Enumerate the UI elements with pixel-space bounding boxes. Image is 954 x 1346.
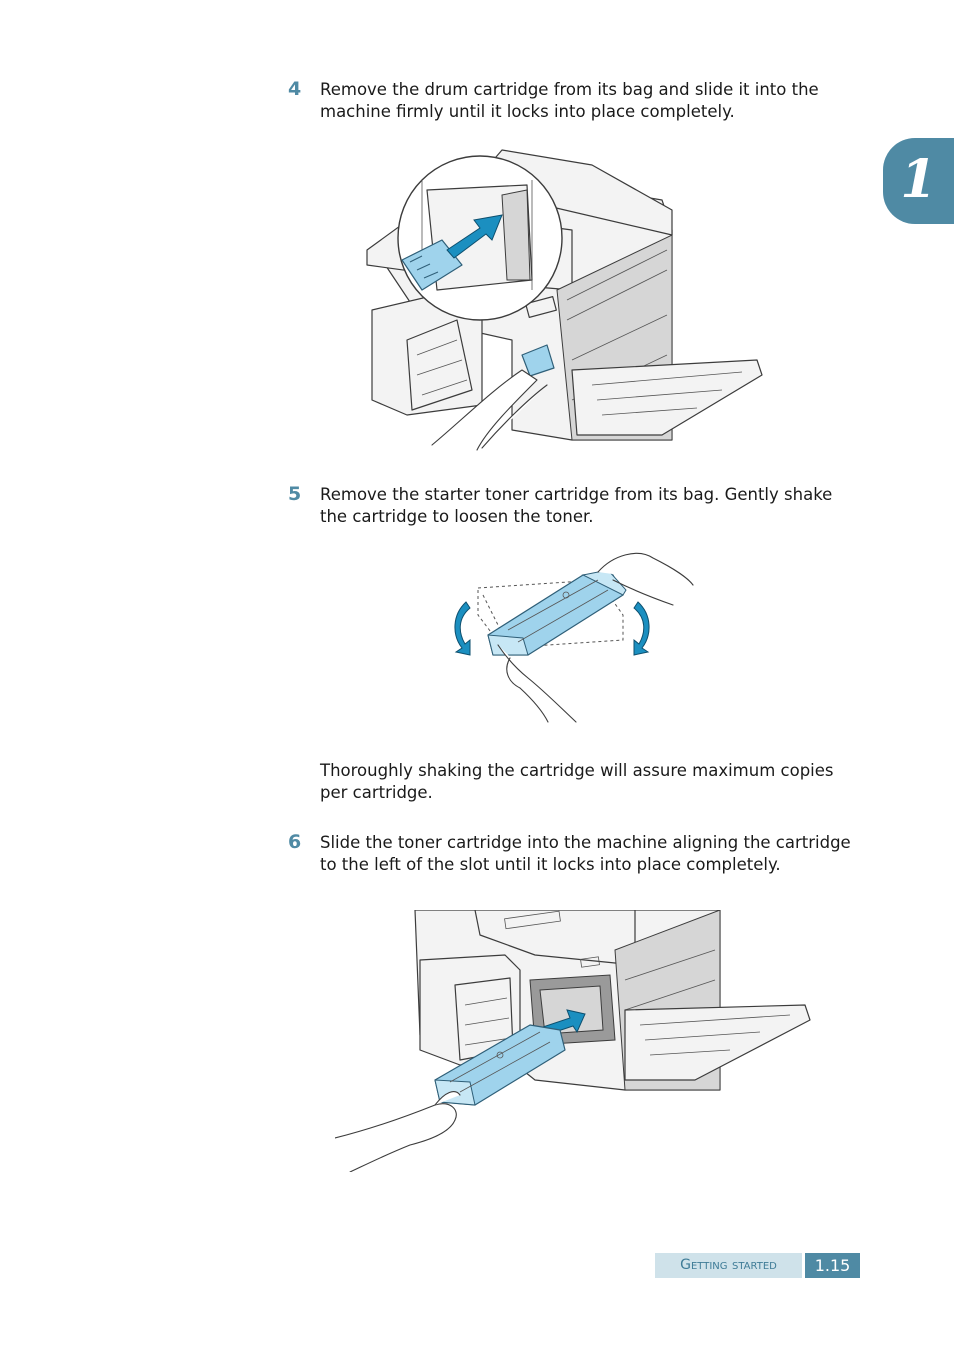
step-5-text: Remove the starter toner cartridge from …: [320, 485, 833, 527]
footer-section-text: Getting started: [680, 1257, 777, 1273]
shaking-note: Thoroughly shaking the cartridge will as…: [320, 761, 834, 803]
chapter-tab: 1: [883, 138, 954, 224]
step-6-text: Slide the toner cartridge into the machi…: [320, 833, 851, 875]
step-4-text: Remove the drum cartridge from its bag a…: [320, 80, 819, 122]
footer-page-number: 1.15: [805, 1253, 860, 1278]
step-5-number: 5: [288, 483, 302, 505]
footer-section-label: Getting started: [655, 1253, 802, 1278]
step-6-number: 6: [288, 831, 302, 853]
chapter-number: 1: [900, 149, 937, 210]
drum-cartridge-illustration: [366, 149, 763, 451]
toner-insertion-illustration: [335, 910, 811, 1172]
step-4-number: 4: [288, 78, 302, 100]
shake-cartridge-illustration: [454, 552, 694, 723]
